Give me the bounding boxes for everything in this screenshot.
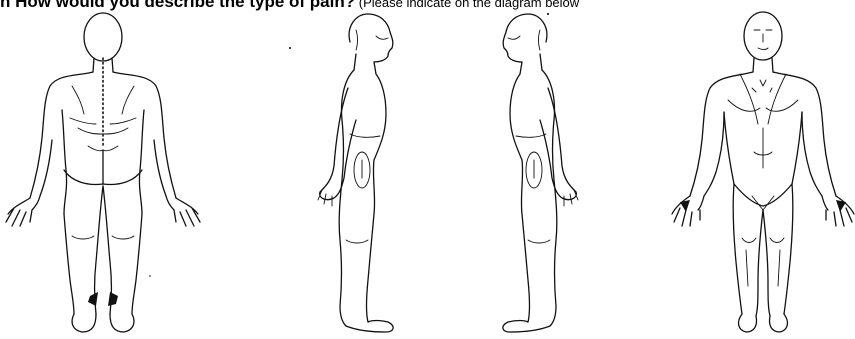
- front-view-figure[interactable]: [672, 12, 854, 332]
- left-side-view-figure[interactable]: [503, 14, 578, 332]
- back-view-figure[interactable]: [6, 13, 200, 332]
- right-side-view-figure[interactable]: [318, 14, 393, 332]
